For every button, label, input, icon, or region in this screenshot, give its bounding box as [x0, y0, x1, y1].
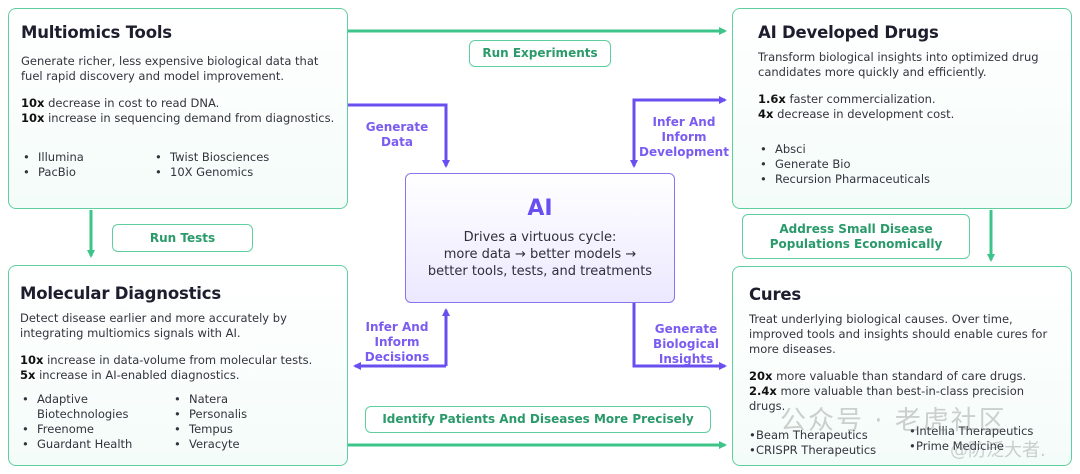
ai-desc-line: more data → better models → [443, 247, 637, 262]
company-item: Generate Bio [758, 157, 930, 172]
company-item: Absci [758, 142, 930, 157]
stat-value: 10x [20, 353, 44, 367]
card-cures: Cures Treat underlying biological causes… [732, 266, 1072, 466]
company-item: 10X Genomics [153, 165, 269, 180]
company-item: Intellia Therapeutics [909, 424, 1033, 439]
stat-line: 4x decrease in development cost. [758, 107, 1059, 122]
stat-value: 2.4x [749, 384, 777, 398]
card-stats: 1.6x faster commercialization. 4x decrea… [758, 92, 1059, 122]
stat-line: 10x decrease in cost to read DNA. [21, 96, 335, 111]
label-text: Biological [653, 337, 719, 351]
stat-value: 10x [21, 111, 45, 125]
stat-text: more valuable than best-in-class precisi… [749, 384, 1025, 413]
stat-line: 1.6x faster commercialization. [758, 92, 1059, 107]
company-item: PacBio [21, 165, 153, 180]
company-item: Veracyte [172, 437, 247, 452]
label-text: Inform [374, 335, 420, 349]
card-description: Treat underlying biological causes. Over… [749, 312, 1048, 356]
card-molecular-diagnostics: Molecular Diagnostics Detect disease ear… [8, 265, 348, 466]
company-item: Illumina [21, 150, 153, 165]
stat-value: 10x [21, 96, 45, 110]
label-text: Data [381, 135, 413, 149]
company-item: Tempus [172, 422, 247, 437]
stat-text: increase in sequencing demand from diagn… [44, 111, 335, 125]
card-multiomics-tools: Multiomics Tools Generate richer, less e… [8, 8, 348, 209]
stat-value: 20x [749, 369, 773, 383]
stat-text: decrease in cost to read DNA. [44, 96, 220, 110]
ai-description: Drives a virtuous cycle: more data → bet… [406, 229, 674, 280]
card-title: Multiomics Tools [21, 23, 172, 42]
card-title: Molecular Diagnostics [20, 284, 221, 303]
label-text: Generate [654, 322, 718, 336]
label-text: Infer And [652, 115, 716, 129]
stat-line: 20x more valuable than standard of care … [749, 369, 1049, 384]
ai-desc-line: better tools, tests, and treatments [427, 264, 653, 279]
company-item: Adaptive Biotechnologies [20, 392, 147, 422]
label-text: Insights [658, 352, 714, 366]
stat-text: more valuable than standard of care drug… [772, 369, 1027, 383]
card-title: Cures [749, 285, 802, 304]
label-address-small-disease: Address Small Disease Populations Econom… [742, 214, 970, 259]
arrow-generate-insights [632, 303, 727, 370]
card-stats: 10x increase in data-volume from molecul… [20, 353, 335, 383]
stat-line: 10x increase in data-volume from molecul… [20, 353, 335, 368]
label-infer-inform-decisions: Infer And Inform Decisions [362, 320, 432, 365]
label-run-experiments: Run Experiments [469, 40, 611, 67]
stat-text: faster commercialization. [785, 92, 936, 106]
card-description: Transform biological insights into optim… [758, 50, 1039, 79]
company-list: Adaptive Biotechnologies Freenome Guarda… [20, 392, 335, 452]
label-text: Identify Patients And Diseases More Prec… [382, 412, 694, 426]
card-description: Detect disease earlier and more accurate… [20, 311, 287, 340]
company-list: Absci Generate Bio Recursion Pharmaceuti… [758, 142, 1059, 187]
label-run-tests: Run Tests [112, 224, 253, 252]
company-item: Recursion Pharmaceuticals [758, 172, 930, 187]
card-ai-developed-drugs: AI Developed Drugs Transform biological … [732, 8, 1072, 209]
stat-value: 5x [20, 368, 36, 382]
stat-text: increase in AI-enabled diagnostics. [35, 368, 240, 382]
company-item: Prime Medicine [909, 439, 1033, 454]
label-generate-data: Generate Data [362, 120, 432, 150]
stat-line: 2.4x more valuable than best-in-class pr… [749, 384, 1049, 414]
company-item: Freenome [20, 422, 172, 437]
card-description: Generate richer, less expensive biologic… [21, 54, 319, 83]
company-list: Illumina PacBio Twist Biosciences 10X Ge… [21, 150, 335, 180]
label-text: Infer And [365, 320, 429, 334]
stat-value: 4x [758, 107, 774, 121]
company-item: Natera [172, 392, 247, 407]
ai-center-box: AI Drives a virtuous cycle: more data → … [405, 173, 675, 303]
label-generate-biological-insights: Generate Biological Insights [648, 322, 724, 367]
stat-line: 5x increase in AI-enabled diagnostics. [20, 368, 335, 383]
company-item: Beam Therapeutics [749, 428, 909, 443]
card-stats: 20x more valuable than standard of care … [749, 369, 1049, 414]
label-text: Generate [365, 120, 429, 134]
label-infer-inform-development: Infer And Inform Development [638, 115, 730, 160]
ai-desc-line: Drives a virtuous cycle: [463, 230, 617, 245]
card-stats: 10x decrease in cost to read DNA. 10x in… [21, 96, 335, 126]
company-item: Guardant Health [20, 437, 172, 452]
label-text: Inform [661, 130, 707, 144]
company-item: Personalis [172, 407, 247, 422]
label-text: Run Tests [149, 230, 216, 245]
stat-value: 1.6x [758, 92, 786, 106]
stat-text: decrease in development cost. [773, 107, 955, 121]
stat-text: increase in data-volume from molecular t… [43, 353, 313, 367]
ai-title: AI [527, 196, 553, 221]
label-text: Run Experiments [482, 46, 598, 60]
card-title: AI Developed Drugs [758, 23, 939, 42]
label-text: Populations Economically [769, 236, 943, 251]
company-item: Twist Biosciences [153, 150, 269, 165]
arrow-generate-data [348, 103, 450, 168]
label-text: Development [639, 145, 729, 159]
label-text: Decisions [364, 350, 430, 364]
stat-line: 10x increase in sequencing demand from d… [21, 111, 335, 126]
company-item: CRISPR Therapeutics [749, 443, 909, 458]
label-identify-patients: Identify Patients And Diseases More Prec… [365, 406, 711, 433]
label-text: Address Small Disease [779, 221, 933, 236]
company-list: Beam Therapeutics CRISPR Therapeutics In… [749, 424, 1059, 458]
